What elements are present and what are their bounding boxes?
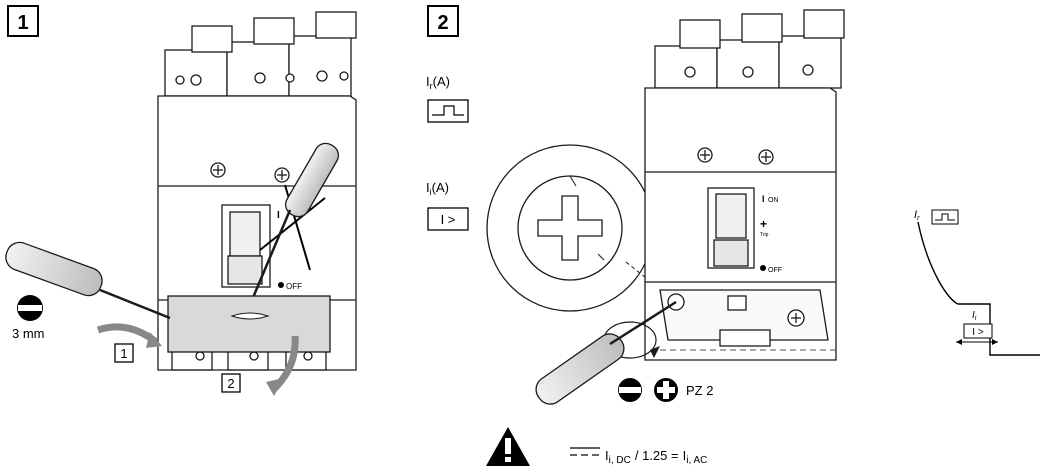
ii-label: Ii(A) <box>426 180 449 197</box>
curve-ir-label: Ir <box>914 209 920 222</box>
substep-2-number: 2 <box>227 376 234 391</box>
pozidriv-icon <box>654 378 678 402</box>
cover-latch <box>230 312 270 320</box>
off-label: OFF <box>286 282 302 291</box>
substep-1-number: 1 <box>120 346 127 361</box>
breaker-2 <box>644 9 845 361</box>
ir-setting-box <box>427 99 469 123</box>
warning-icon <box>486 427 530 466</box>
terminal-top-1 <box>164 49 228 97</box>
curve-ii-label: Ii <box>972 310 977 322</box>
ii-setting-box <box>427 207 469 231</box>
step1-badge <box>7 5 39 37</box>
trip-label: Trip <box>760 232 769 238</box>
dc-note: Ii, DC/ 1.25 =Ii, AC <box>486 427 707 466</box>
on-label: ON <box>768 197 779 204</box>
screwdriver-diagonal <box>250 142 340 301</box>
curve-ii-box-label: I > <box>972 327 984 338</box>
trip-curve <box>917 221 1040 356</box>
cross-line <box>259 197 326 251</box>
ii-box-label: I > <box>441 212 456 227</box>
step2-panel: 2 Ir(A) Ii(A) I > <box>426 5 845 405</box>
curve-ii-box <box>963 323 993 339</box>
dial-magnifier <box>486 144 677 312</box>
off-dot <box>278 282 284 288</box>
substep-1-badge <box>114 343 134 363</box>
step2-badge <box>427 5 459 37</box>
substep-2-badge <box>221 373 241 393</box>
on-label: I <box>277 210 280 221</box>
screwdriver-horizontal <box>5 241 171 320</box>
off-dot <box>760 265 766 271</box>
slot-size-label: 3 mm <box>12 326 45 341</box>
screwdriver-step2 <box>535 300 677 405</box>
terminal-top-3 <box>288 35 352 97</box>
terminal-cover <box>167 295 331 353</box>
pozidriv-slot-icon <box>537 195 603 261</box>
pz-size-label: PZ 2 <box>686 383 713 398</box>
arrow-1 <box>96 323 159 345</box>
slot-screwdriver-icon <box>17 295 43 321</box>
ir-symbol-icon <box>432 105 464 116</box>
note-formula: Ii, DC/ 1.25 =Ii, AC <box>605 448 707 466</box>
on-indicator: I <box>762 194 765 204</box>
curve-ir-box <box>931 209 959 225</box>
step1-number: 1 <box>17 12 28 34</box>
ir-label: Ir(A) <box>426 74 450 91</box>
terminal-top-2 <box>226 41 290 97</box>
step1-panel: 1 <box>5 5 357 396</box>
trip-plus: + <box>760 217 767 231</box>
step2-number: 2 <box>437 12 448 34</box>
dc-symbol-icon <box>570 447 600 456</box>
off-label: OFF <box>768 267 782 274</box>
trip-curve-detail: Ir Ii I > <box>914 209 1040 356</box>
